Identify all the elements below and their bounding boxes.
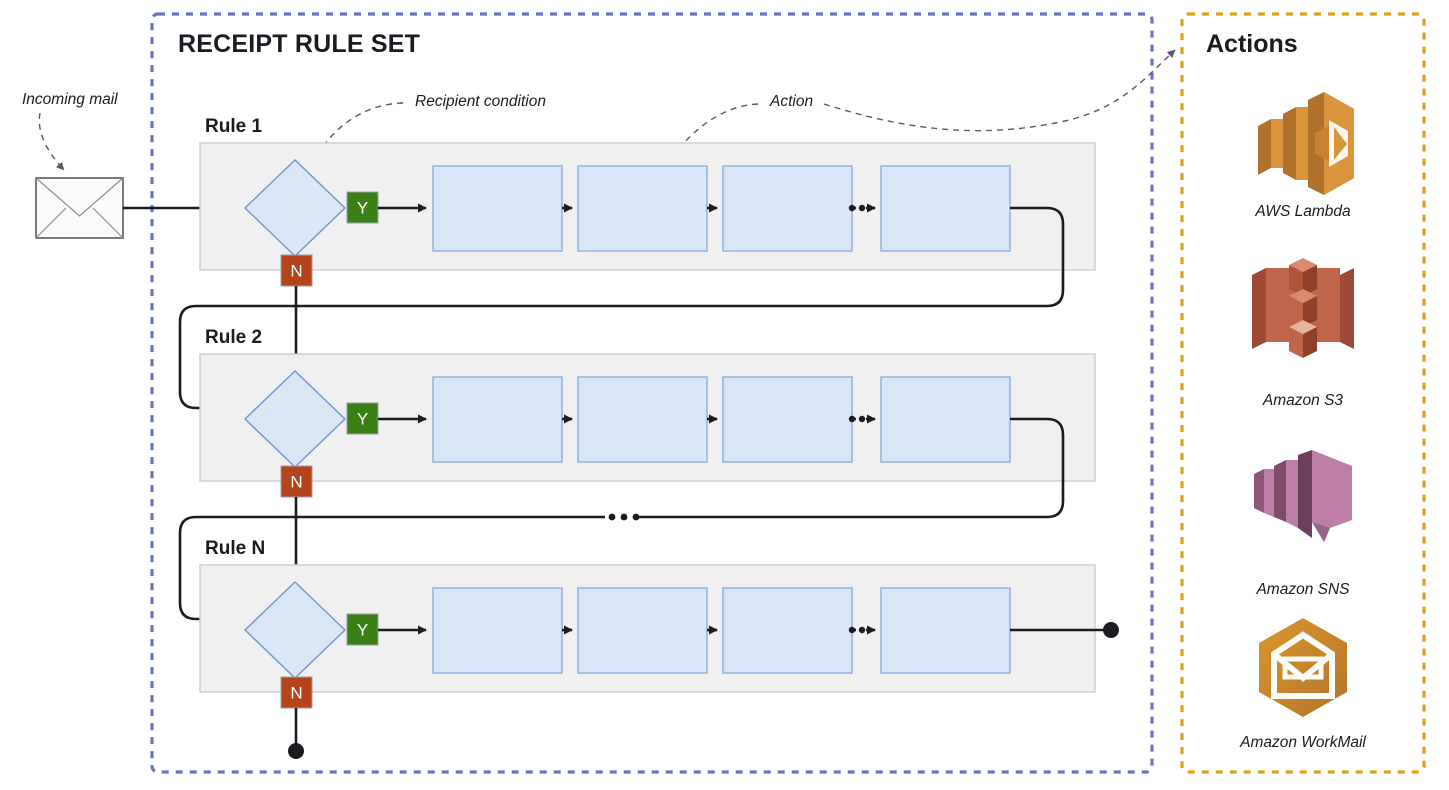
action-box <box>722 587 853 674</box>
action-box <box>577 376 708 463</box>
action-box <box>722 165 853 252</box>
aws-lambda-icon <box>1258 92 1354 195</box>
no-badge-label: N <box>290 684 302 703</box>
action-box <box>722 376 853 463</box>
rule-row-1 <box>178 142 1096 413</box>
envelope-icon <box>35 177 124 239</box>
rule2-loopback-line-right <box>634 417 1065 519</box>
no-badge <box>280 676 313 709</box>
action-item-label: Amazon SNS <box>1255 581 1350 598</box>
action-box <box>880 587 1011 674</box>
recipient-condition-leader <box>301 102 404 188</box>
no-badge-label: N <box>290 262 302 281</box>
action-item-label: AWS Lambda <box>1254 203 1351 220</box>
action-leader-to-panel <box>823 49 1176 132</box>
between-rules-ellipsis <box>608 513 640 521</box>
recipient-condition-label: Recipient condition <box>415 93 546 110</box>
action-box <box>577 165 708 252</box>
yes-badge <box>346 402 379 435</box>
action-box <box>880 165 1011 252</box>
page-title: RECEIPT RULE SET <box>178 30 420 58</box>
action-box <box>432 587 563 674</box>
amazon-s3-icon <box>1252 258 1354 358</box>
action-item-label: Amazon S3 <box>1262 392 1344 409</box>
rule2-loopback-line-left <box>178 515 605 624</box>
chain-ellipsis-dot <box>848 204 856 212</box>
chain-ellipsis-dot <box>858 626 866 634</box>
action-box <box>577 587 708 674</box>
rule-row-n <box>199 564 1119 759</box>
rule-label: Rule 2 <box>205 327 262 348</box>
incoming-mail-pointer <box>38 112 65 171</box>
no-badge <box>280 465 313 498</box>
yes-badge-label: Y <box>357 199 368 218</box>
chain-ellipsis-dot <box>848 415 856 423</box>
rule1-loopback-line <box>178 206 1065 413</box>
incoming-mail-label: Incoming mail <box>22 91 118 108</box>
chain-ellipsis-dot <box>848 626 856 634</box>
action-item-label: Amazon WorkMail <box>1239 734 1366 751</box>
amazon-sns-icon <box>1254 450 1352 542</box>
actions-panel-title: Actions <box>1206 30 1298 58</box>
action-box <box>432 376 563 463</box>
actions-panel-container <box>1180 12 1426 774</box>
action-label: Action <box>769 93 813 110</box>
receipt-rule-set-container <box>150 12 1154 774</box>
yes-badge <box>346 613 379 646</box>
rule-row-2 <box>178 353 1096 624</box>
no-badge-label: N <box>290 473 302 492</box>
chain-ellipsis-dot <box>858 204 866 212</box>
chain-ellipsis-dot <box>858 415 866 423</box>
no-badge <box>280 254 313 287</box>
terminal-dot-bottom <box>288 743 304 759</box>
action-box <box>432 165 563 252</box>
amazon-workmail-icon <box>1259 618 1347 717</box>
rule-label: Rule 1 <box>205 116 262 137</box>
action-box <box>880 376 1011 463</box>
terminal-dot-right <box>1103 622 1119 638</box>
yes-badge-label: Y <box>357 621 368 640</box>
yes-badge-label: Y <box>357 410 368 429</box>
rule-label: Rule N <box>205 538 265 559</box>
